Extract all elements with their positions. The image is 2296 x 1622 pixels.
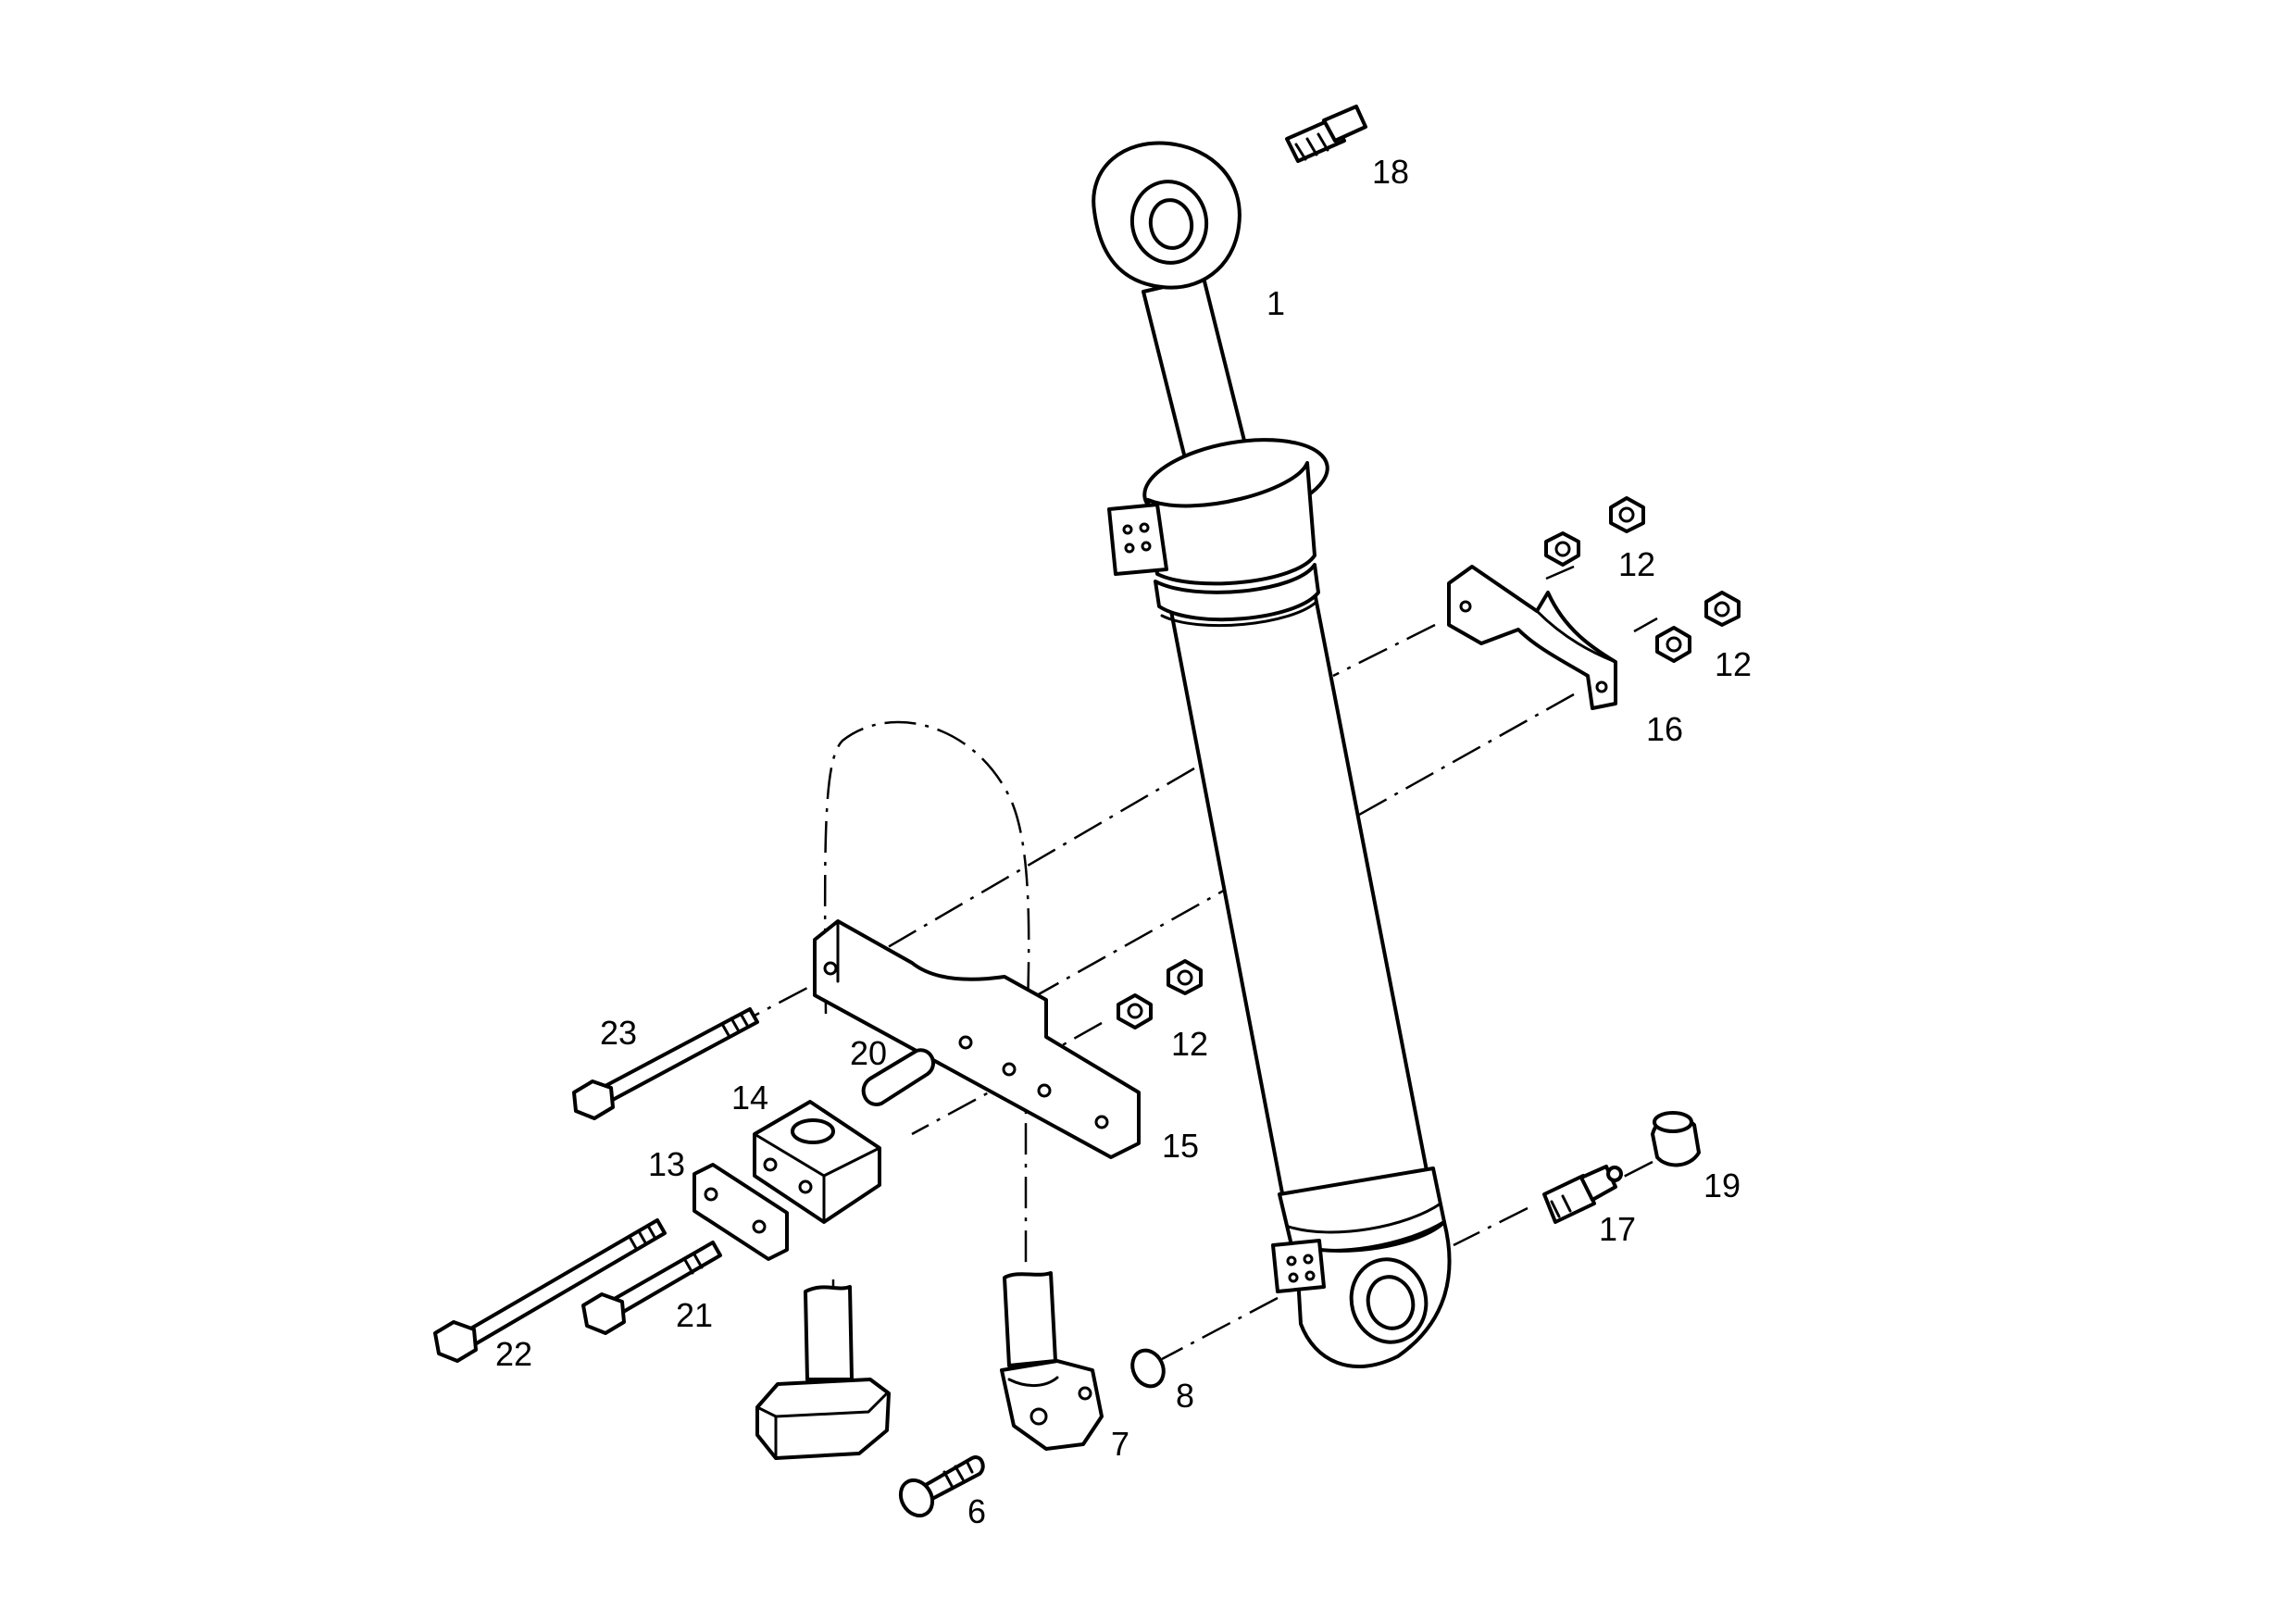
clamp-plate xyxy=(693,1163,789,1261)
socket-screw xyxy=(898,1455,985,1518)
bolt-medium xyxy=(581,1241,722,1335)
label-part-12-c: 12 xyxy=(1171,1025,1208,1063)
label-part-19: 19 xyxy=(1703,1167,1741,1204)
hydraulic-cylinder xyxy=(1092,141,1452,1368)
dowel-pin xyxy=(861,1048,935,1106)
elbow-fitting xyxy=(1000,1271,1104,1451)
nuts-group-b xyxy=(1655,591,1741,663)
label-part-12-a: 12 xyxy=(1618,545,1655,583)
o-ring xyxy=(1130,1348,1166,1389)
label-part-17: 17 xyxy=(1599,1210,1636,1248)
callout-labels: 1 18 12 12 16 12 23 20 14 15 13 21 22 17… xyxy=(495,153,1752,1530)
grease-fitting-bottom xyxy=(1542,1165,1623,1224)
label-part-21: 21 xyxy=(676,1296,713,1334)
bolt-lower xyxy=(433,1218,667,1363)
cap xyxy=(1651,1111,1701,1167)
pipe-foot-left xyxy=(755,1285,891,1460)
label-part-8: 8 xyxy=(1176,1377,1194,1415)
label-part-15: 15 xyxy=(1162,1127,1199,1165)
label-part-12-b: 12 xyxy=(1715,645,1752,683)
grease-fitting-top xyxy=(1285,105,1367,163)
label-part-22: 22 xyxy=(495,1335,532,1373)
clamp-upper-half xyxy=(1447,565,1617,710)
nuts-group-c xyxy=(1117,959,1203,1029)
label-part-14: 14 xyxy=(731,1079,768,1117)
label-part-18: 18 xyxy=(1372,153,1409,191)
label-part-23: 23 xyxy=(600,1014,637,1052)
clamp-block xyxy=(753,1100,881,1224)
label-part-6: 6 xyxy=(967,1492,986,1530)
bracket-lower xyxy=(813,919,1141,1159)
label-part-13: 13 xyxy=(648,1145,685,1183)
label-part-16: 16 xyxy=(1646,710,1683,748)
label-part-7: 7 xyxy=(1111,1425,1129,1463)
bolt-upper xyxy=(572,1007,759,1120)
nuts-group-a xyxy=(1544,496,1645,567)
label-part-20: 20 xyxy=(850,1034,887,1072)
label-part-1: 1 xyxy=(1267,284,1285,322)
